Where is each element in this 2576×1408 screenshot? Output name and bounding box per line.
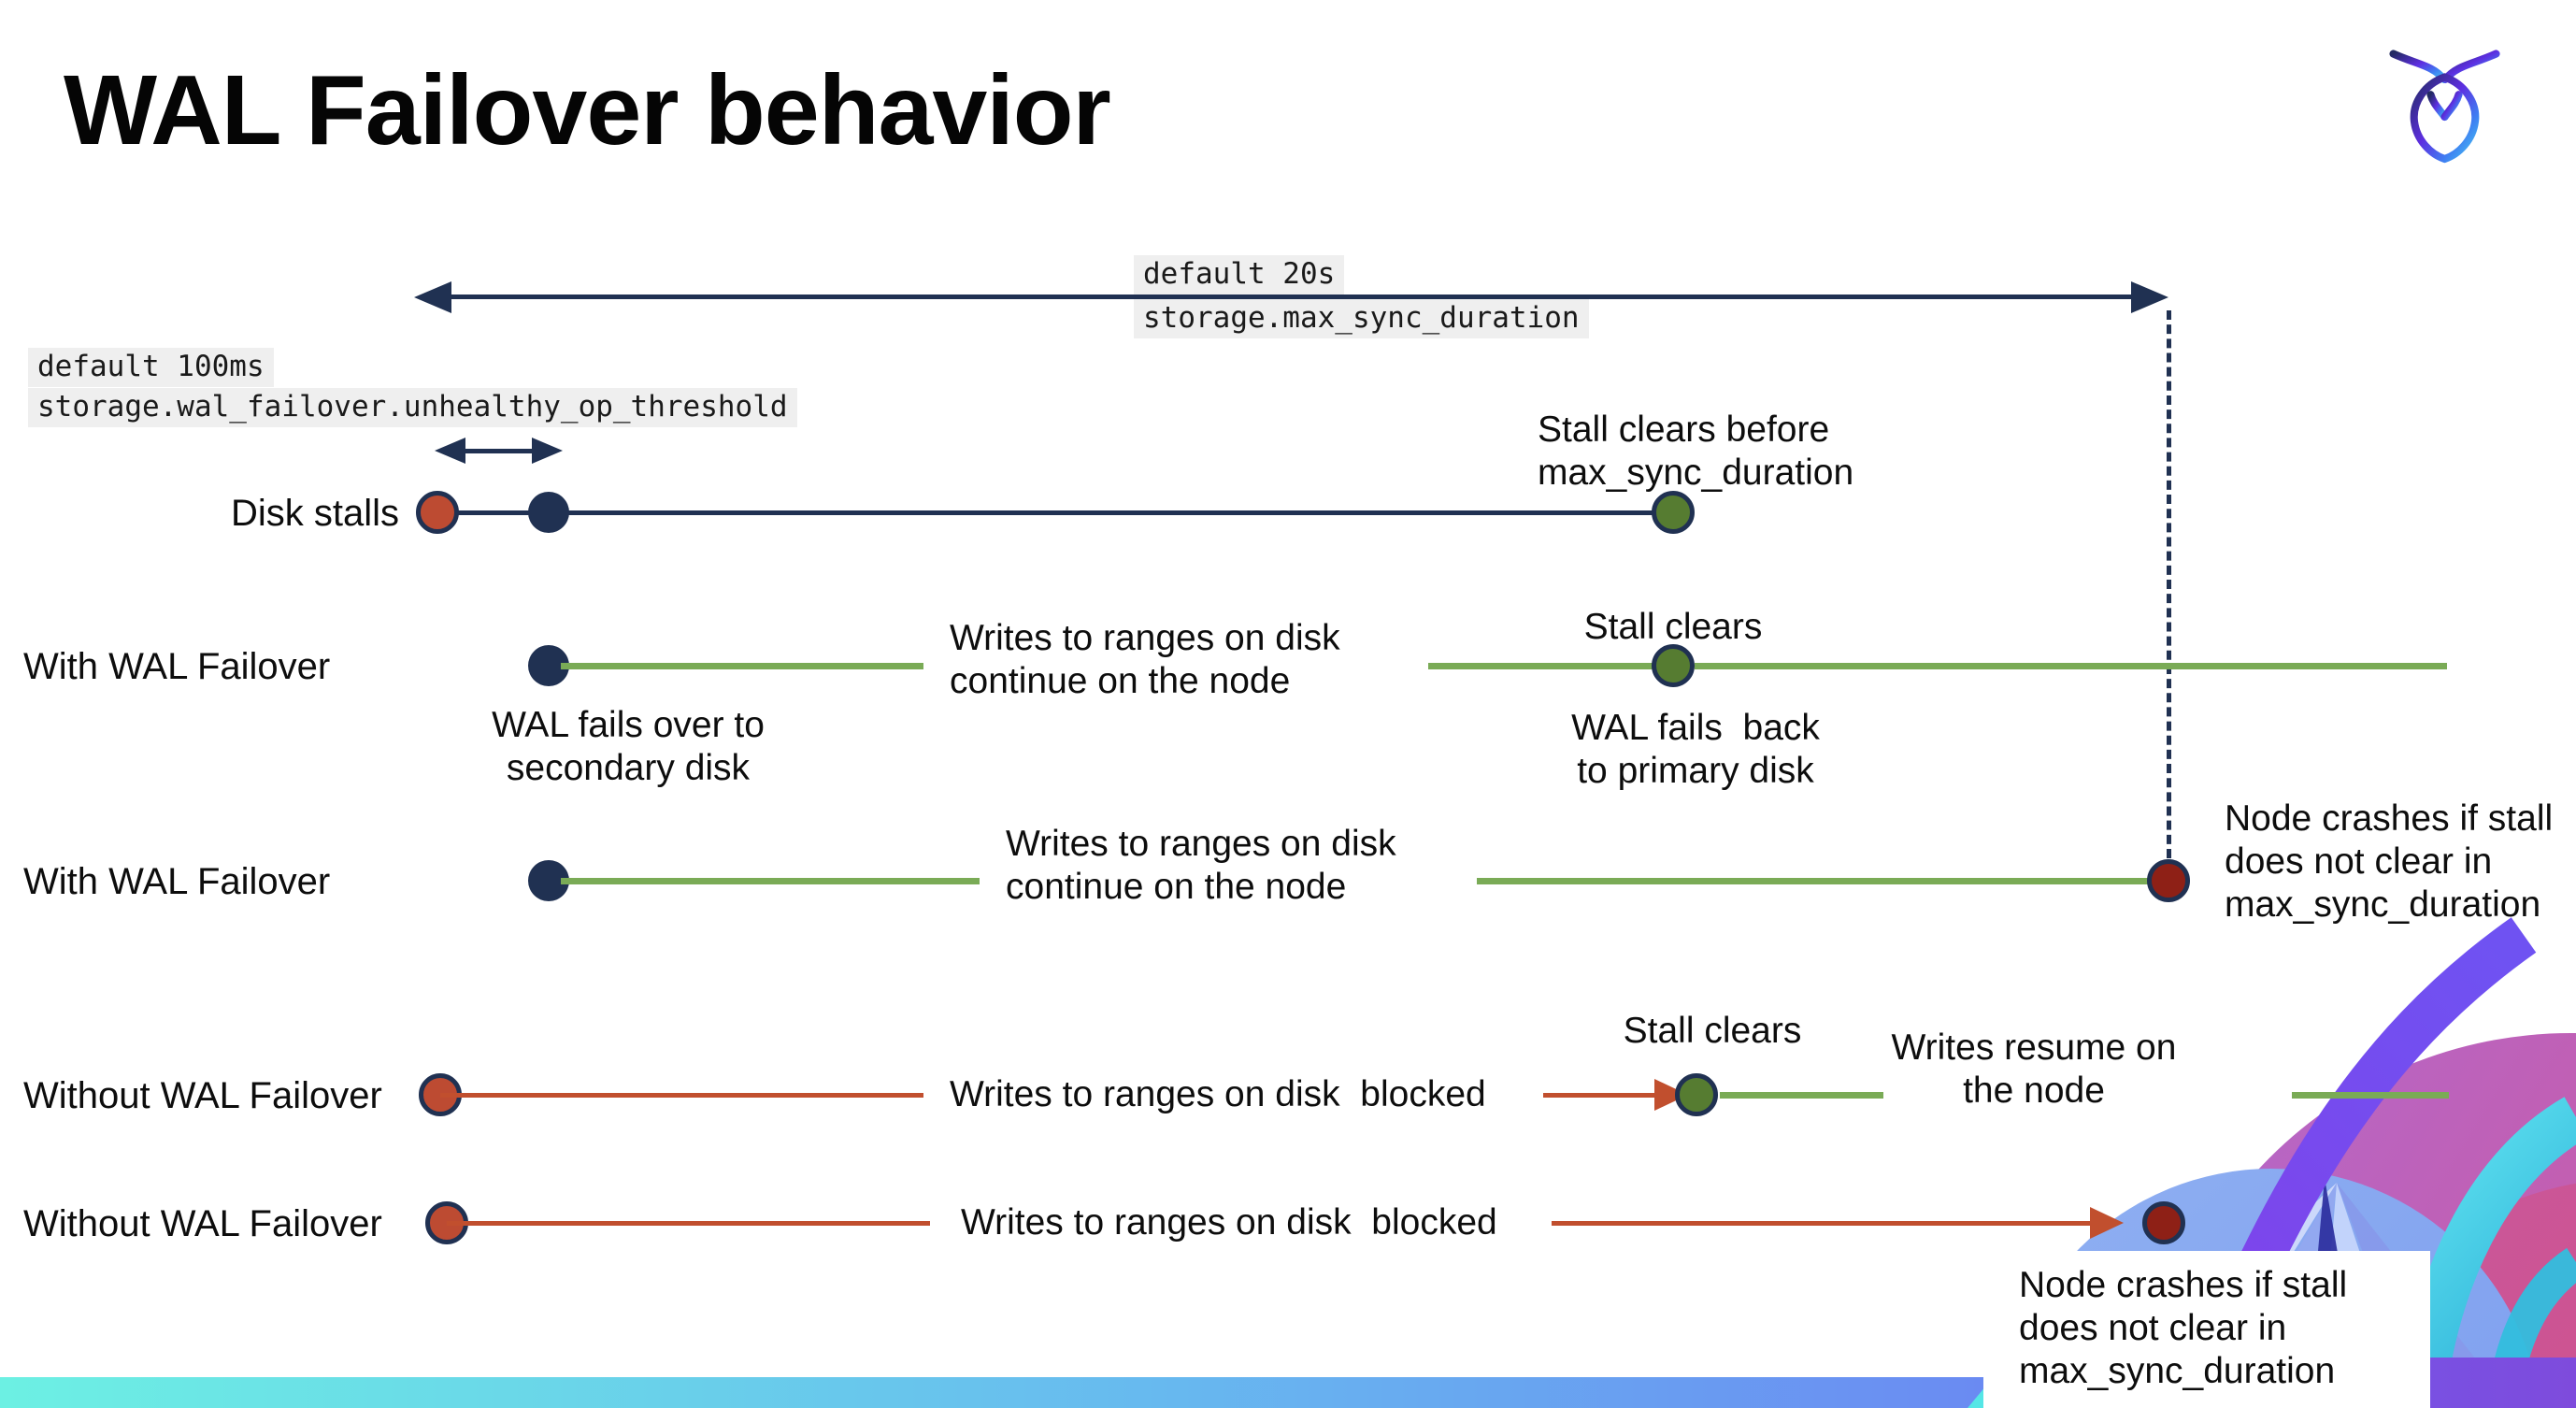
wal-fails-back-note: WAL fails back to primary disk bbox=[1571, 708, 1820, 792]
row-label-with-wal-failover-1: With WAL Failover bbox=[23, 646, 331, 687]
writes-resume-line-2 bbox=[2292, 1092, 2449, 1099]
threshold-span-line bbox=[462, 449, 535, 453]
blocked-arrowhead-2 bbox=[2090, 1207, 2124, 1239]
writes-blocked-note-1: Writes to ranges on disk blocked bbox=[950, 1074, 1486, 1114]
stall-clears-label-1: Stall clears bbox=[1583, 607, 1763, 647]
max-sync-deadline-dashed-line bbox=[2167, 310, 2171, 858]
max-sync-setting-label: storage.max_sync_duration bbox=[1134, 299, 1589, 338]
writes-continue-line-2 bbox=[1428, 663, 1653, 669]
writes-blocked-line-3 bbox=[447, 1221, 930, 1226]
stall-clears-label-2: Stall clears bbox=[1623, 1011, 1802, 1051]
writes-continue-note-1: Writes to ranges on disk continue on the… bbox=[950, 618, 1340, 702]
threshold-arrowhead-left bbox=[435, 438, 465, 464]
unhealthy-op-setting-label: storage.wal_failover.unhealthy_op_thresh… bbox=[28, 388, 797, 427]
node-crash-dot-1 bbox=[2147, 859, 2190, 902]
disk-stall-timeline bbox=[437, 510, 1673, 515]
max-sync-span-line bbox=[447, 295, 2135, 299]
failback-dot bbox=[1652, 644, 1695, 687]
threshold-reached-dot bbox=[528, 492, 569, 533]
stall-start-dot bbox=[416, 491, 459, 534]
row-label-disk-stalls: Disk stalls bbox=[231, 493, 400, 534]
writes-continue-line-5 bbox=[1477, 878, 2149, 884]
writes-blocked-line-4 bbox=[1552, 1221, 2092, 1226]
node-crash-note-1: Node crashes if stall does not clear in … bbox=[2225, 798, 2554, 926]
max-sync-arrowhead-left bbox=[414, 281, 451, 313]
writes-blocked-line-1 bbox=[440, 1093, 923, 1098]
max-sync-default-label: default 20s bbox=[1134, 255, 1345, 295]
writes-resume-note: Writes resume on the node bbox=[1891, 1027, 2177, 1112]
stall-clears-dot-2 bbox=[1675, 1073, 1718, 1116]
node-crash-dot-2 bbox=[2142, 1201, 2185, 1244]
cockroachdb-logo-icon bbox=[2389, 50, 2500, 164]
stall-clears-dot bbox=[1652, 491, 1695, 534]
page-title: WAL Failover behavior bbox=[64, 55, 1111, 165]
node-crash-callout-box bbox=[1983, 1251, 2430, 1408]
stall-clears-before-note: Stall clears before max_sync_duration bbox=[1538, 409, 1854, 494]
writes-resume-line-1 bbox=[1720, 1092, 1883, 1099]
writes-continue-note-2: Writes to ranges on disk continue on the… bbox=[1006, 824, 1396, 908]
node-crash-note-2: Node crashes if stall does not clear in … bbox=[2019, 1265, 2348, 1392]
writes-blocked-note-2: Writes to ranges on disk blocked bbox=[961, 1202, 1497, 1243]
max-sync-arrowhead-right bbox=[2131, 281, 2168, 313]
writes-continue-line-1 bbox=[561, 663, 923, 669]
unhealthy-op-default-label: default 100ms bbox=[28, 348, 274, 387]
writes-blocked-line-2 bbox=[1543, 1093, 1656, 1098]
threshold-arrowhead-right bbox=[532, 438, 563, 464]
writes-continue-line-3 bbox=[1695, 663, 2447, 669]
row-label-without-wal-failover-1: Without WAL Failover bbox=[23, 1075, 382, 1116]
writes-continue-line-4 bbox=[561, 878, 980, 884]
wal-fails-over-note: WAL fails over to secondary disk bbox=[492, 705, 765, 789]
row-label-without-wal-failover-2: Without WAL Failover bbox=[23, 1203, 382, 1244]
row-label-with-wal-failover-2: With WAL Failover bbox=[23, 861, 331, 902]
